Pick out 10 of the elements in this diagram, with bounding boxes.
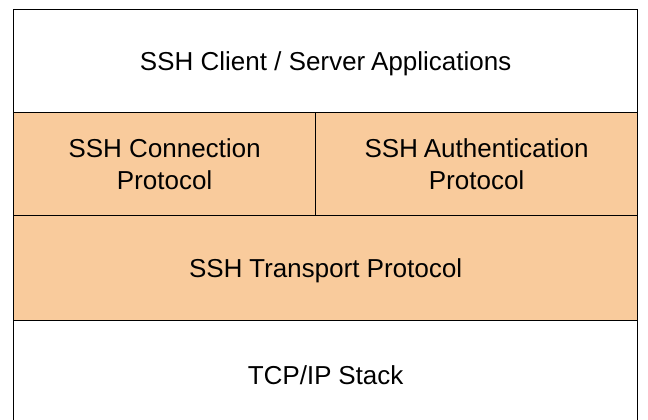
layer-box [13, 215, 638, 321]
layer-box [13, 112, 316, 216]
layer-label: SSH Transport Protocol [188, 252, 462, 284]
layer-box [13, 9, 638, 113]
layer-box [13, 320, 638, 420]
layer-label: SSH Client / Server Applications [140, 45, 512, 77]
layer-label: SSH Authentication Protocol [363, 132, 590, 196]
layer-box [315, 112, 638, 216]
layer-label: TCP/IP Stack [248, 359, 404, 391]
layer-label: SSH Connection Protocol [67, 132, 262, 196]
